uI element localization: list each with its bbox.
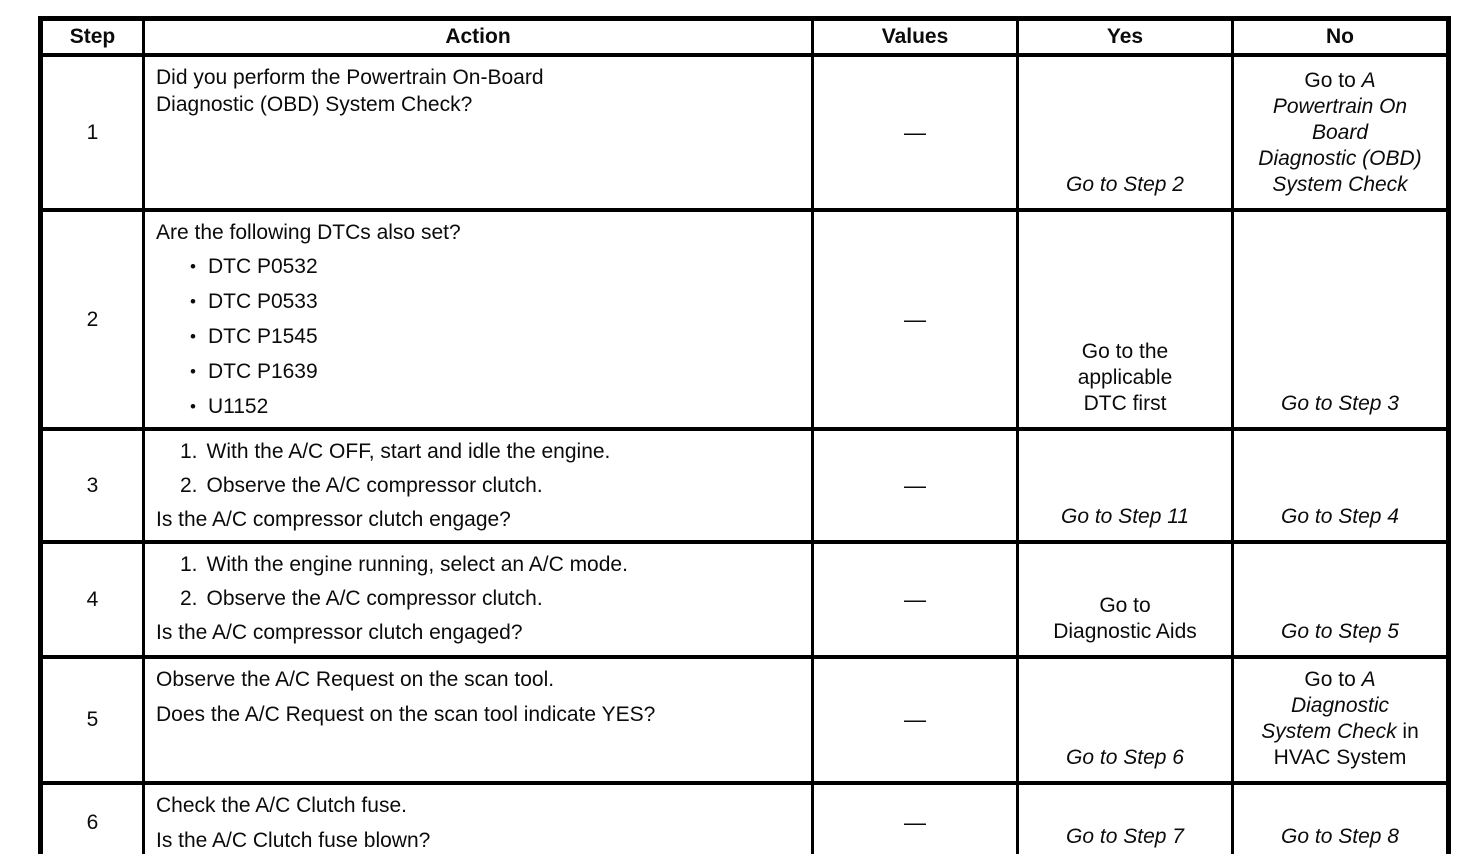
no-destination: Board	[1311, 121, 1369, 144]
action-cell: 1.With the engine running, select an A/C…	[142, 540, 814, 659]
action-question: Does the A/C Request on the scan tool in…	[156, 703, 656, 726]
action-text-line: Did you perform the Powertrain On-Board	[156, 66, 544, 89]
yes-cell: Go to Step 11	[1016, 427, 1234, 544]
values-cell: —	[811, 540, 1019, 659]
values-cell: —	[811, 781, 1019, 854]
yes-destination: DTC first	[1083, 392, 1167, 415]
yes-destination: Go to Step 6	[1066, 746, 1184, 769]
action-question: Are the following DTCs also set?	[156, 221, 461, 244]
bullet-icon: •	[190, 397, 196, 416]
no-destination: System Check in	[1261, 720, 1419, 743]
action-text-line: Observe the A/C Request on the scan tool…	[156, 668, 555, 691]
table-row-step-2: 2 Are the following DTCs also set? •DTC …	[39, 208, 1450, 431]
dtc-list-item: •DTC P0533	[190, 290, 318, 313]
no-destination: Diagnostic (OBD)	[1258, 147, 1422, 170]
header-row: Step Action Values Yes No	[39, 16, 1450, 57]
values-cell: —	[811, 427, 1019, 544]
no-cell: Go to A Powertrain On Board Diagnostic (…	[1231, 53, 1450, 212]
yes-cell: Go to the applicable DTC first	[1016, 208, 1234, 431]
bullet-icon: •	[190, 362, 196, 381]
no-cell: Go to Step 3	[1231, 208, 1450, 431]
no-destination: Go to Step 4	[1281, 505, 1399, 528]
action-step-item: 2.Observe the A/C compressor clutch.	[180, 587, 543, 610]
table-row-step-1: 1 Did you perform the Powertrain On-Boar…	[39, 53, 1450, 212]
col-header-step: Step	[39, 16, 145, 57]
yes-destination: Go to Step 11	[1060, 505, 1190, 528]
yes-destination: Diagnostic Aids	[1053, 620, 1197, 643]
step-number: 5	[39, 655, 145, 785]
action-step-item: 2.Observe the A/C compressor clutch.	[180, 474, 543, 497]
no-cell: Go to A Diagnostic System Check in HVAC …	[1231, 655, 1450, 785]
values-cell: —	[811, 655, 1019, 785]
table-row-step-4: 4 1.With the engine running, select an A…	[39, 540, 1450, 659]
table-row-step-3: 3 1.With the A/C OFF, start and idle the…	[39, 427, 1450, 544]
no-destination: HVAC System	[1273, 746, 1407, 769]
bullet-icon: •	[190, 292, 196, 311]
action-cell: Check the A/C Clutch fuse. Is the A/C Cl…	[142, 781, 814, 854]
diagnostic-table: Step Action Values Yes No 1 Did you perf…	[38, 16, 1451, 854]
step-number: 4	[39, 540, 145, 659]
dtc-list-item: •DTC P1639	[190, 360, 318, 383]
action-question: Is the A/C Clutch fuse blown?	[156, 829, 431, 852]
bullet-icon: •	[190, 327, 196, 346]
step-number: 6	[39, 781, 145, 854]
dtc-list-item: •U1152	[190, 395, 269, 418]
yes-cell: Go to Step 6	[1016, 655, 1234, 785]
no-destination: Diagnostic	[1290, 694, 1390, 717]
action-cell: Observe the A/C Request on the scan tool…	[142, 655, 814, 785]
yes-destination: applicable	[1077, 366, 1173, 389]
no-destination: Go to Step 5	[1281, 620, 1399, 643]
action-step-item: 1.With the A/C OFF, start and idle the e…	[180, 440, 611, 463]
step-number: 2	[39, 208, 145, 431]
no-destination: Go to A	[1304, 69, 1376, 92]
dtc-list-item: •DTC P0532	[190, 255, 318, 278]
yes-destination: Go to Step 7	[1066, 825, 1184, 848]
yes-cell: Go to Step 7	[1016, 781, 1234, 854]
no-destination: Go to Step 3	[1281, 392, 1399, 415]
no-cell: Go to Step 4	[1231, 427, 1450, 544]
no-cell: Go to Step 5	[1231, 540, 1450, 659]
values-cell: —	[811, 53, 1019, 212]
col-header-yes: Yes	[1016, 16, 1234, 57]
yes-cell: Go to Diagnostic Aids	[1016, 540, 1234, 659]
col-header-no: No	[1231, 16, 1450, 57]
action-cell: 1.With the A/C OFF, start and idle the e…	[142, 427, 814, 544]
action-question: Is the A/C compressor clutch engage?	[156, 508, 511, 531]
step-number: 3	[39, 427, 145, 544]
no-destination: Powertrain On	[1272, 95, 1408, 118]
no-destination: Go to A	[1304, 668, 1376, 691]
values-cell: —	[811, 208, 1019, 431]
yes-destination: Go to Step 2	[1066, 173, 1184, 196]
table-row-step-5: 5 Observe the A/C Request on the scan to…	[39, 655, 1450, 785]
action-text-line: Diagnostic (OBD) System Check?	[156, 93, 473, 116]
yes-cell: Go to Step 2	[1016, 53, 1234, 212]
bullet-icon: •	[190, 257, 196, 276]
yes-destination: Go to the	[1081, 340, 1169, 363]
step-number: 1	[39, 53, 145, 212]
col-header-values: Values	[811, 16, 1019, 57]
action-cell: Did you perform the Powertrain On-Board …	[142, 53, 814, 212]
action-question: Is the A/C compressor clutch engaged?	[156, 621, 523, 644]
table-row-step-6: 6 Check the A/C Clutch fuse. Is the A/C …	[39, 781, 1450, 854]
no-destination: System Check	[1272, 173, 1408, 196]
action-cell: Are the following DTCs also set? •DTC P0…	[142, 208, 814, 431]
col-header-action: Action	[142, 16, 814, 57]
action-text-line: Check the A/C Clutch fuse.	[156, 794, 407, 817]
no-cell: Go to Step 8	[1231, 781, 1450, 854]
dtc-list-item: •DTC P1545	[190, 325, 318, 348]
yes-destination: Go to	[1099, 594, 1151, 617]
no-destination: Go to Step 8	[1281, 825, 1399, 848]
action-step-item: 1.With the engine running, select an A/C…	[180, 553, 628, 576]
